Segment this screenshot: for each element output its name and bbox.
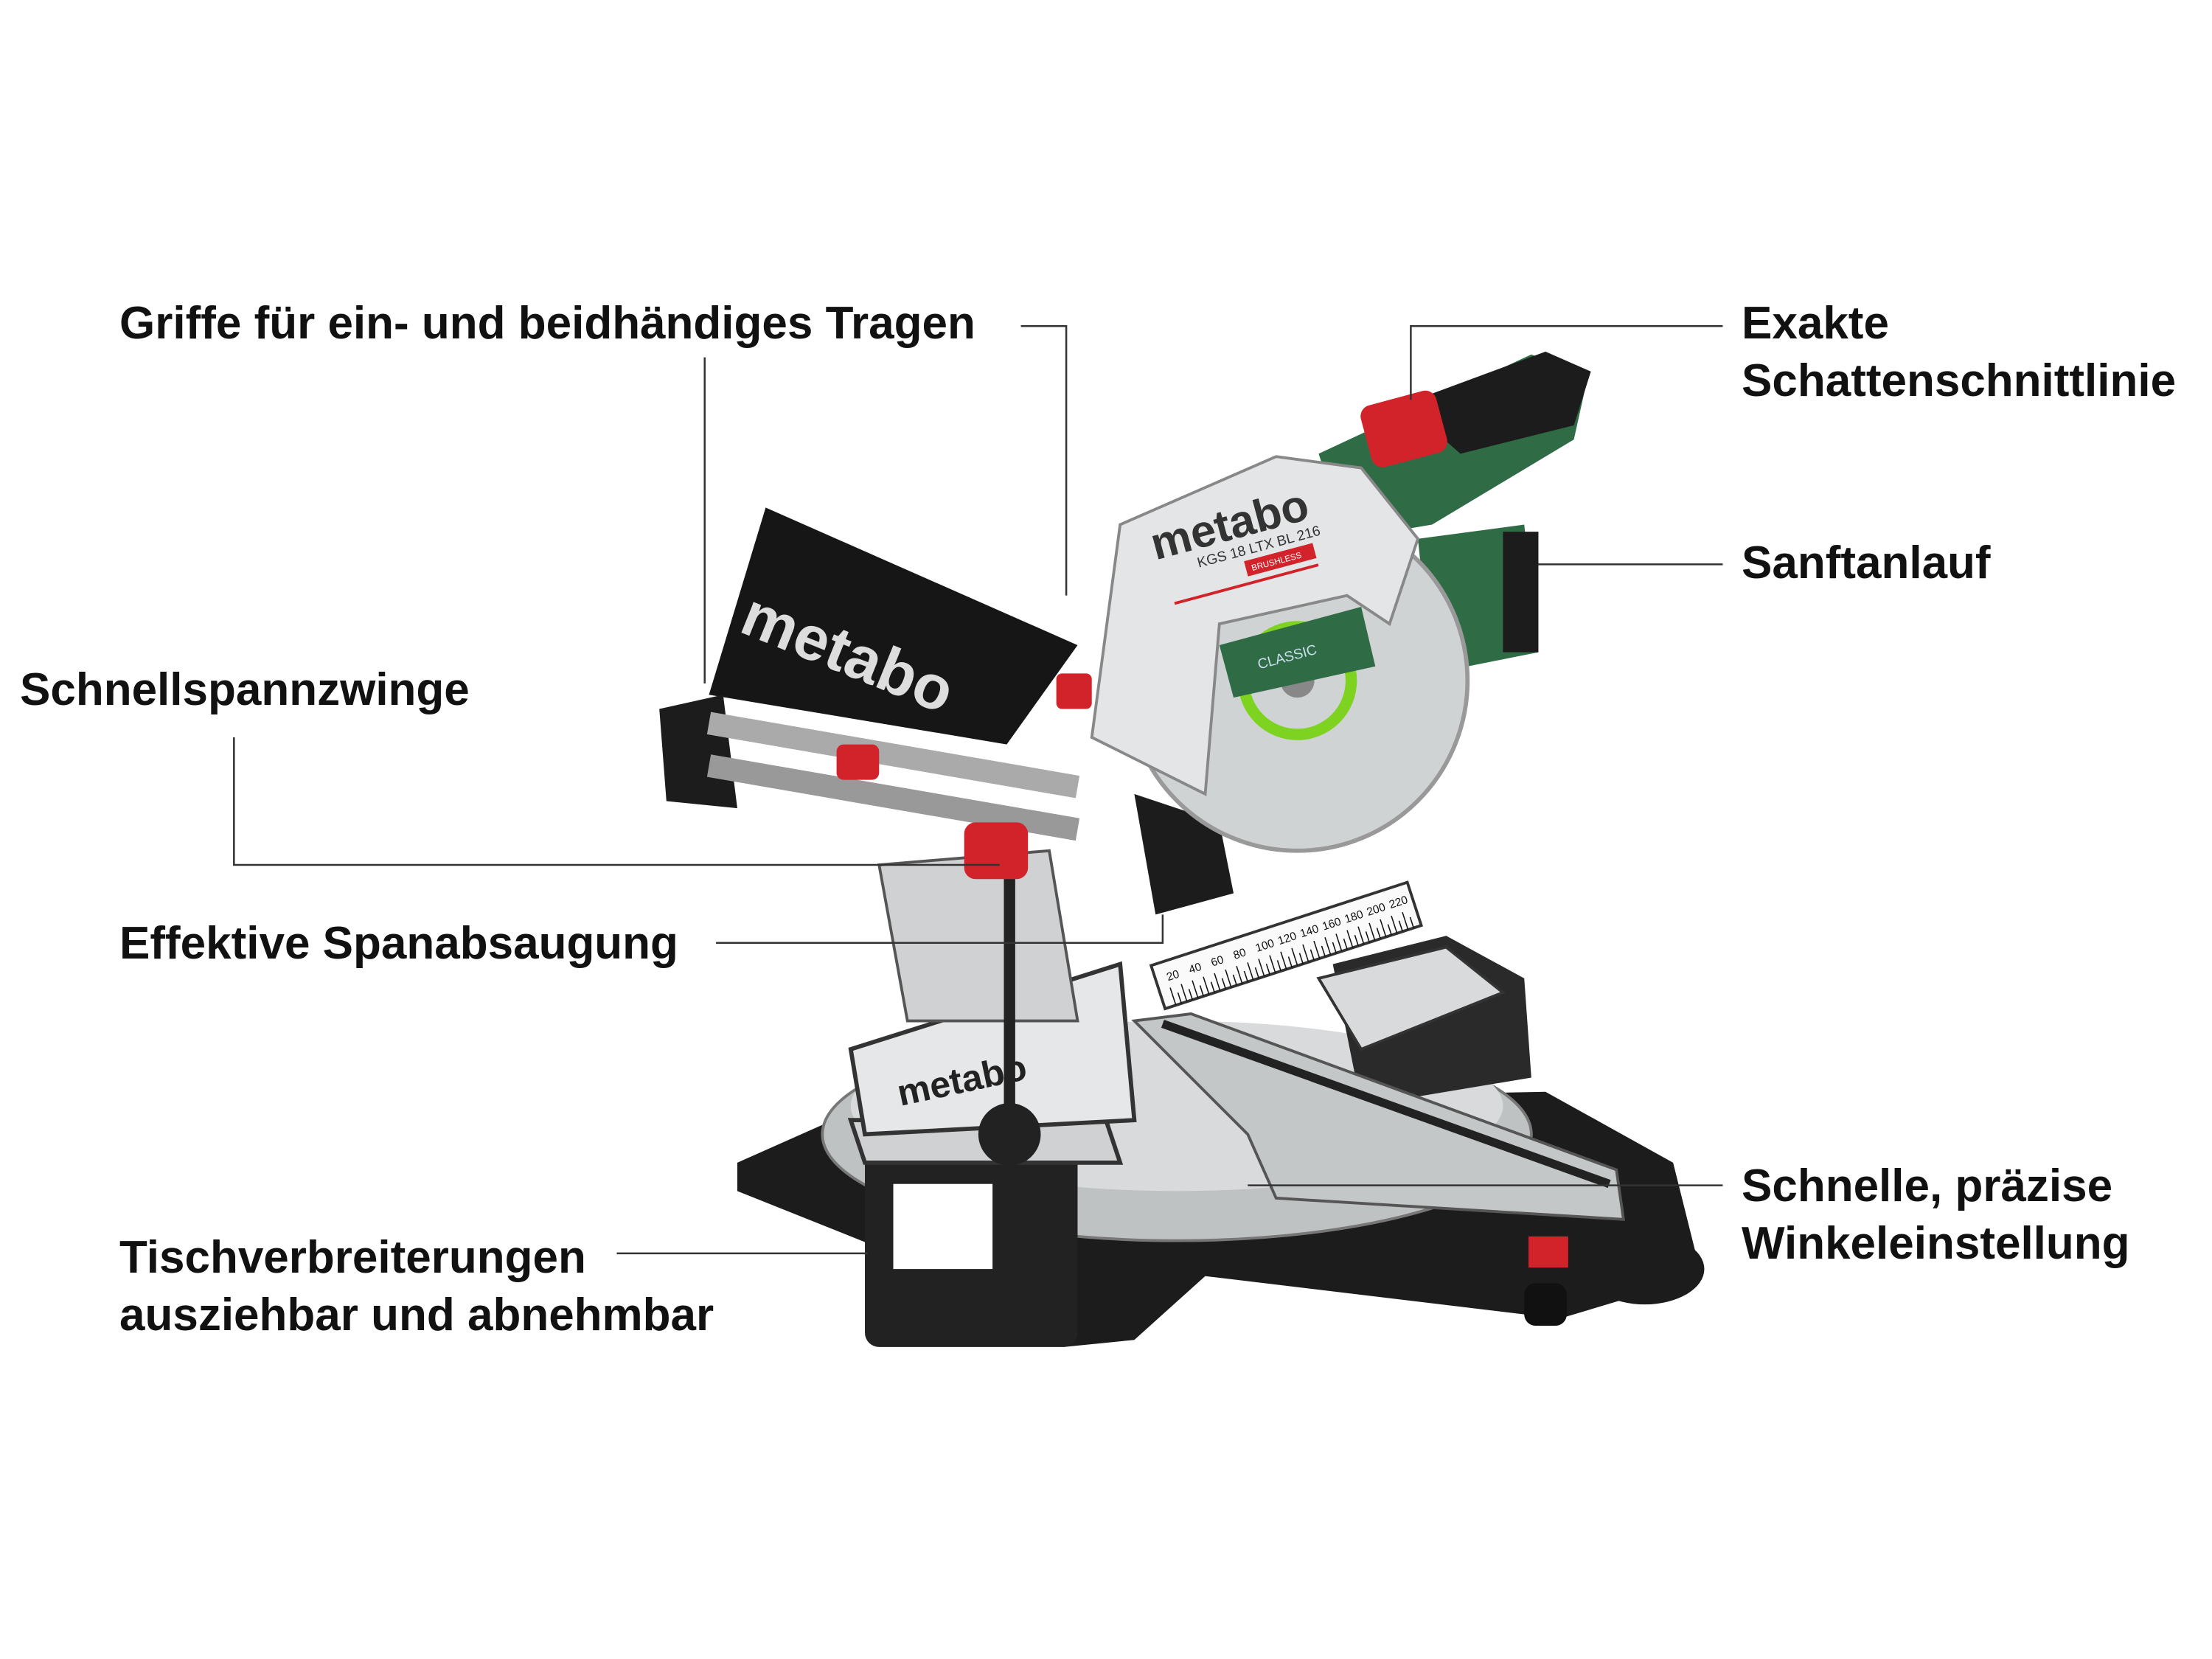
callout-shadow-line-1: Exakte bbox=[1742, 298, 1889, 349]
callout-angle-adjustment-2: Winkeleinstellung bbox=[1742, 1218, 2130, 1269]
ruler-tick bbox=[1280, 951, 1287, 970]
ruler-tick bbox=[1180, 984, 1188, 1002]
ruler-tick bbox=[1276, 960, 1281, 972]
ruler-tick bbox=[1335, 933, 1343, 952]
miter-handle-clamp[interactable] bbox=[1528, 1236, 1568, 1268]
ruler-tick bbox=[1269, 955, 1276, 973]
ruler-tick bbox=[1346, 930, 1354, 948]
ruler-tick bbox=[1398, 920, 1403, 932]
callout-soft-start: Sanftanlauf bbox=[1742, 538, 1991, 588]
ruler-tick bbox=[1243, 970, 1248, 982]
callout-quick-clamp: Schnellspannzwinge bbox=[20, 664, 470, 715]
ruler-mark-label: 40 bbox=[1187, 961, 1203, 976]
callout-shadow-line: Exakte Schattenschnittlinie bbox=[1742, 295, 2176, 410]
ruler-tick bbox=[1258, 959, 1265, 977]
ruler-tick bbox=[1236, 966, 1243, 984]
ruler-tick bbox=[1354, 935, 1359, 947]
ruler-tick bbox=[1387, 924, 1392, 936]
callout-dust-extraction: Effektive Spanabsaugung bbox=[119, 918, 678, 969]
ruler-tick bbox=[1391, 915, 1398, 934]
ruler-mark-label: 80 bbox=[1232, 946, 1248, 961]
ruler-tick bbox=[1343, 938, 1348, 950]
ruler-mark-label: 20 bbox=[1165, 968, 1181, 984]
ruler-tick bbox=[1265, 964, 1270, 975]
leader-lines bbox=[233, 325, 1723, 1255]
ruler-tick bbox=[1368, 922, 1376, 941]
ruler-tick bbox=[1192, 980, 1199, 998]
callout-table-extensions: Tischverbreiterungen ausziehbar und abne… bbox=[119, 1229, 714, 1344]
ruler-tick bbox=[1376, 928, 1381, 939]
ruler-tick bbox=[1313, 940, 1321, 959]
ruler-tick bbox=[1188, 989, 1194, 1001]
ruler-tick bbox=[1221, 978, 1226, 990]
ruler-tick bbox=[1169, 987, 1177, 1006]
carry-handle-rear[interactable] bbox=[659, 695, 737, 809]
ruler-tick bbox=[1199, 985, 1204, 997]
ruler-tick bbox=[1321, 945, 1326, 957]
ruler-mark-label: 60 bbox=[1209, 953, 1225, 969]
ruler-tick bbox=[1380, 919, 1387, 937]
ruler-tick bbox=[1310, 949, 1315, 961]
blade-guard bbox=[1090, 455, 1420, 796]
callout-table-extensions-2: ausziehbar und abnehmbar bbox=[119, 1290, 714, 1340]
ruler-tick bbox=[1291, 947, 1298, 966]
miter-handle[interactable] bbox=[1585, 1234, 1705, 1305]
ruler-tick bbox=[1365, 931, 1370, 943]
ruler-tick bbox=[1214, 973, 1221, 992]
ruler-tick bbox=[1298, 953, 1304, 964]
ruler-tick bbox=[1357, 926, 1365, 945]
ruler-tick bbox=[1177, 992, 1183, 1004]
ruler-tick bbox=[1287, 956, 1293, 968]
trigger-button[interactable] bbox=[1358, 388, 1450, 470]
ruler-tick bbox=[1402, 911, 1409, 931]
ruler-tick bbox=[1332, 942, 1337, 953]
ruler-tick bbox=[1203, 976, 1210, 995]
miter-arm bbox=[1131, 1012, 1626, 1221]
callout-carry-handles: Griffe für ein- und beidhändiges Tragen bbox=[119, 298, 975, 349]
ruler-tick bbox=[1409, 917, 1414, 928]
ruler-tick bbox=[1225, 969, 1232, 988]
ruler-tick bbox=[1324, 937, 1332, 956]
quick-clamp-knob[interactable] bbox=[964, 822, 1029, 880]
dust-bag bbox=[709, 507, 1078, 745]
ruler-tick bbox=[1302, 944, 1310, 963]
ruler-tick bbox=[1247, 962, 1254, 981]
ruler-tick bbox=[1210, 981, 1215, 993]
callout-angle-adjustment-1: Schnelle, präzise bbox=[1742, 1161, 2113, 1211]
callout-shadow-line-2: Schattenschnittlinie bbox=[1742, 355, 2177, 406]
ruler-tick bbox=[1232, 974, 1237, 986]
callout-table-extensions-1: Tischverbreiterungen bbox=[119, 1232, 586, 1283]
callout-angle-adjustment: Schnelle, präzise Winkeleinstellung bbox=[1742, 1158, 2130, 1273]
ruler-tick bbox=[1254, 967, 1259, 978]
